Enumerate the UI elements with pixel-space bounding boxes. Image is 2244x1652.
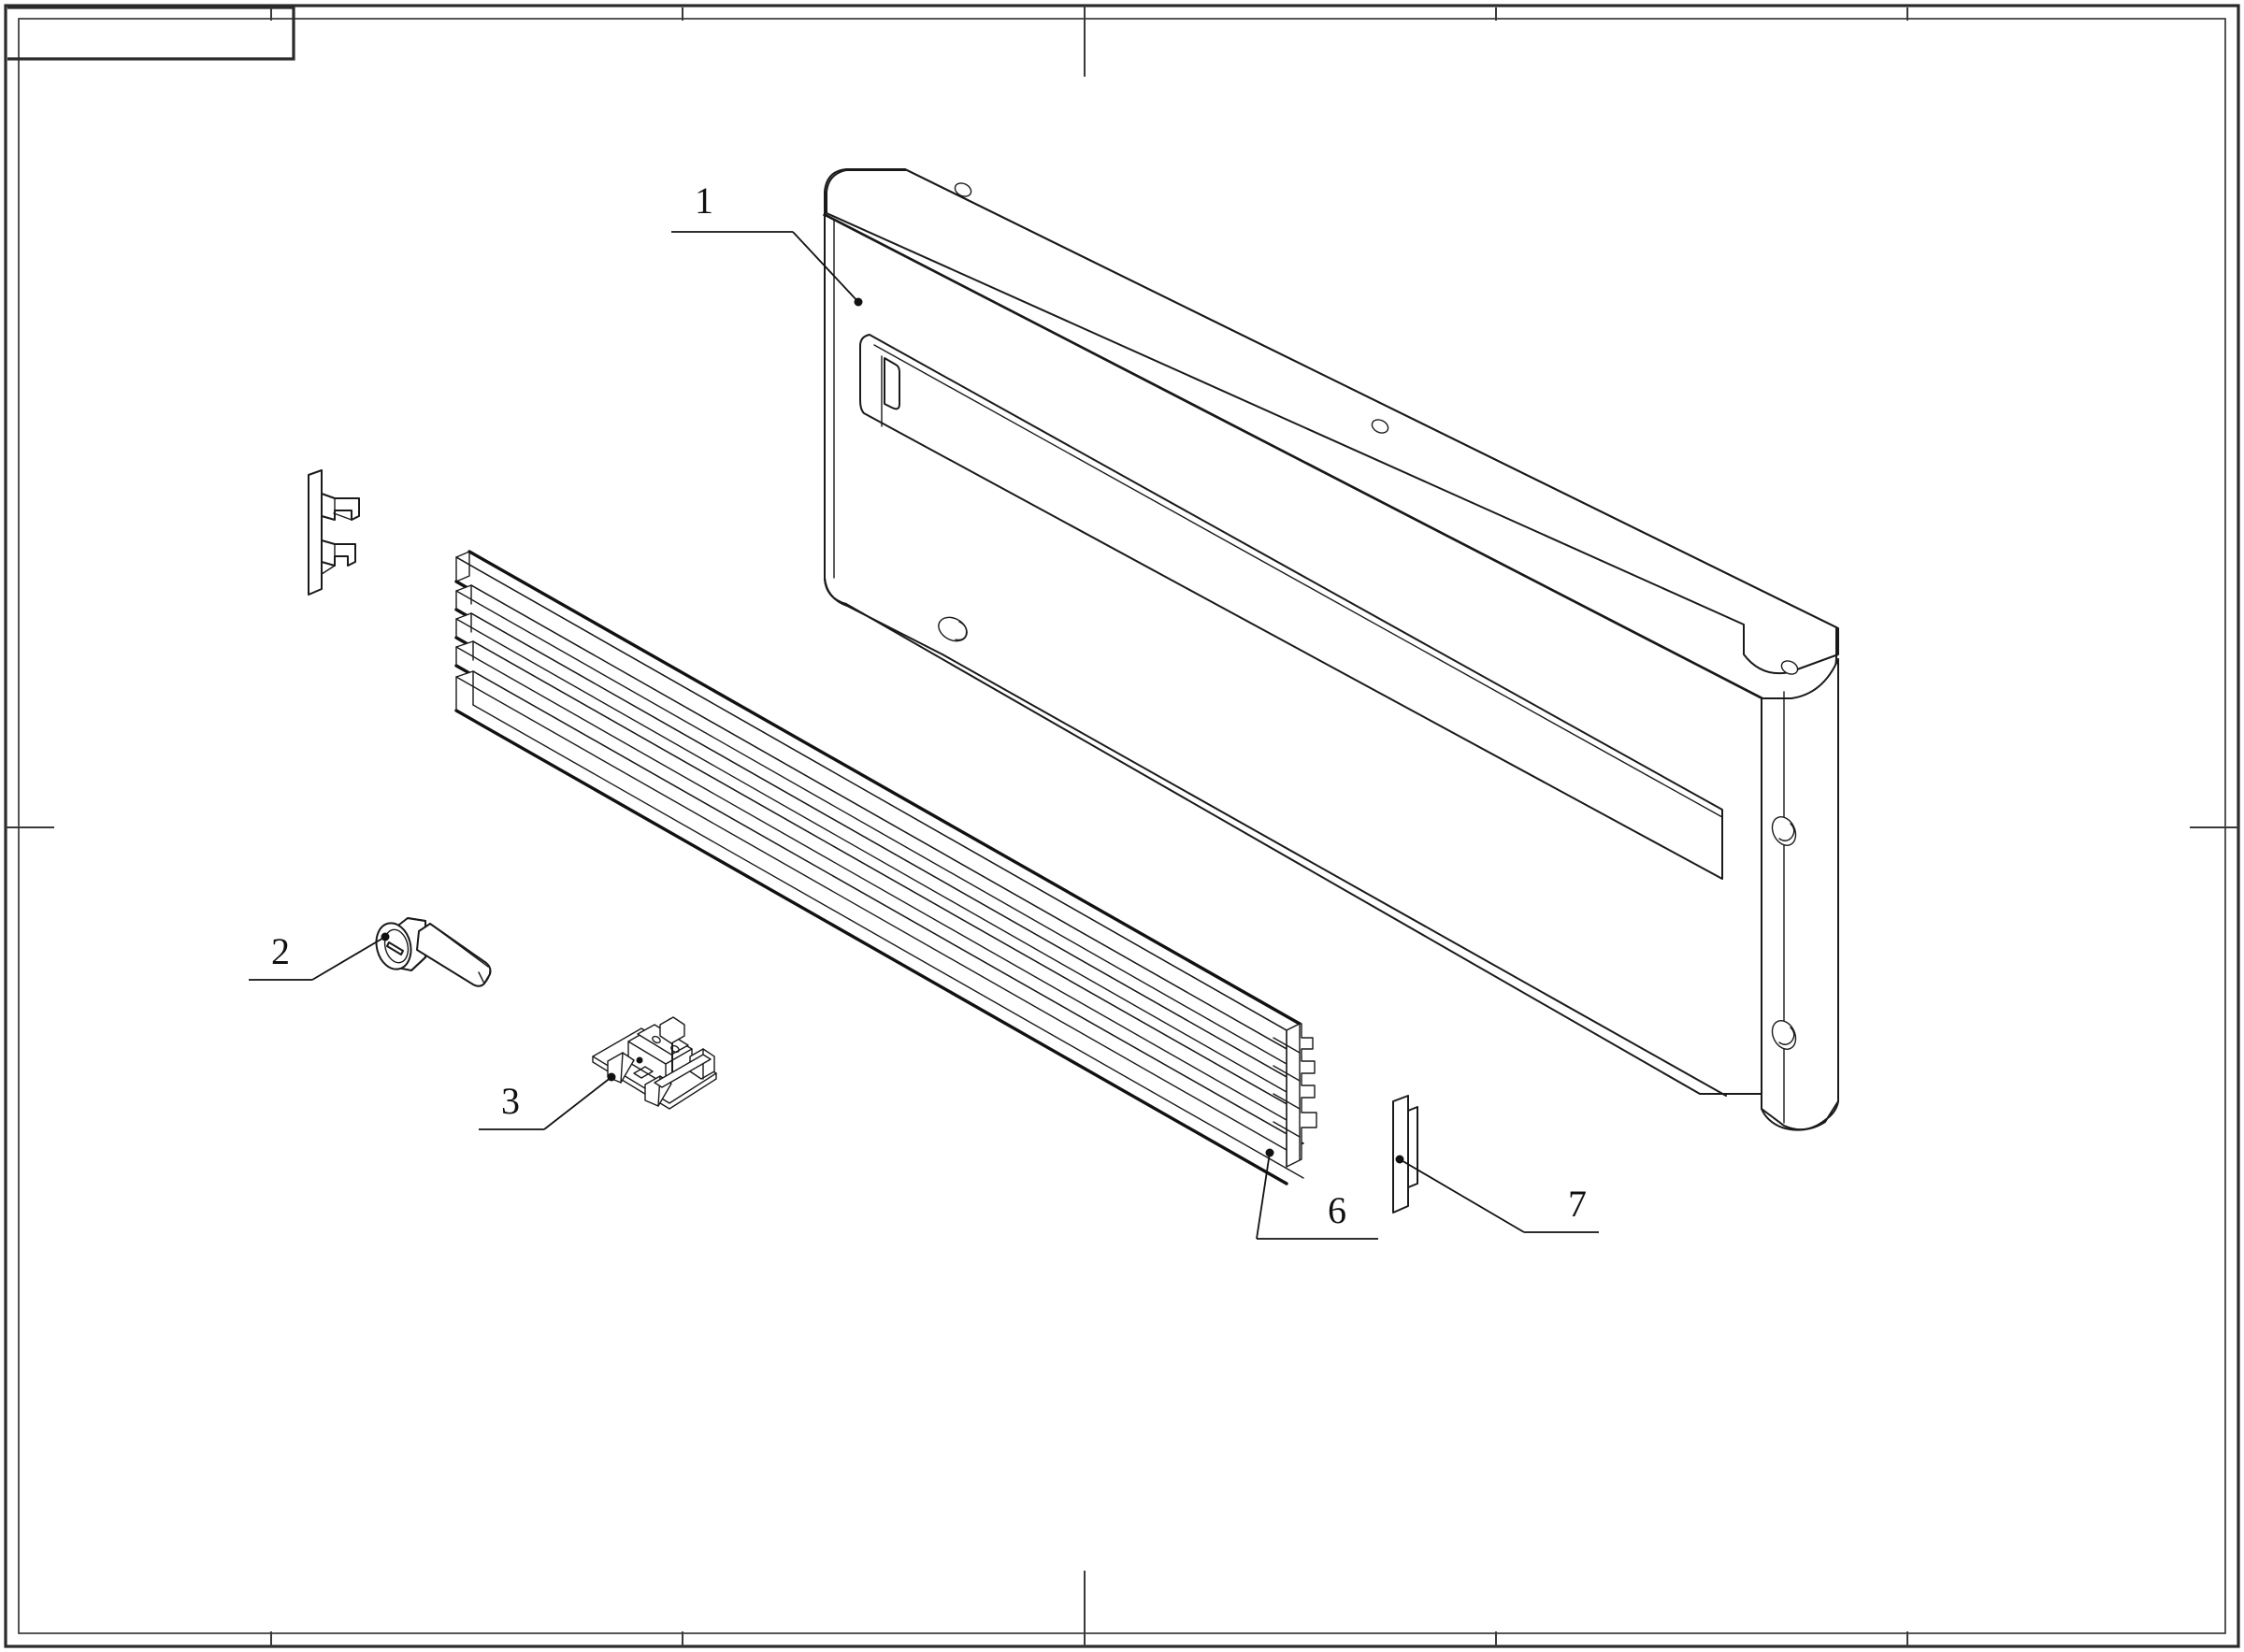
callout-7-dot: [1395, 1155, 1404, 1164]
callout-3[interactable]: 3: [479, 1072, 616, 1130]
part-finned-extrusion: [454, 550, 1317, 1185]
callout-2-label: 2: [271, 930, 290, 972]
housing-slot-tongue: [884, 357, 900, 410]
extrusion-fin-3-top-edge: [470, 612, 1302, 1086]
housing-end-cap-hole-lower-outer: [1771, 1020, 1797, 1050]
extrusion-fin-1-top-edge: [468, 550, 1302, 1026]
end-cap-plate-lip: [1407, 1106, 1418, 1188]
housing-end-cap-hole-upper-inner: [1778, 823, 1795, 841]
bracket-flat-plate: [308, 469, 323, 596]
extrusion-base-top-edge: [472, 670, 1304, 1144]
cam-lock-arm-tip-radius: [483, 970, 491, 984]
title-block: [7, 6, 295, 61]
cam-lock-arm-top-edge: [429, 923, 489, 968]
part-main-housing-enclosure: [823, 168, 1839, 1131]
frame-zone-ticks: [6, 6, 2238, 1646]
housing-top-left-rounded-corner: [824, 168, 906, 216]
callout-3-label: 3: [501, 1080, 520, 1122]
housing-front-slot: [859, 334, 1723, 880]
callout-6-dot: [1265, 1148, 1274, 1157]
cam-lock-barrel-bottom: [410, 956, 426, 971]
extrusion-end-fin-profile: [1286, 1023, 1317, 1168]
housing-front-bottom-edge: [942, 654, 1727, 1097]
extrusion-end-tooth-line-1: [1273, 1037, 1301, 1054]
part-end-cap-plate: [1392, 1095, 1418, 1214]
end-cap-plate-lip-bottom: [1407, 1183, 1418, 1188]
callout-7-leader: [1399, 1158, 1525, 1233]
extrusion-fin-4-top-edge: [472, 640, 1304, 1114]
extrusion-end-tooth-line-4: [1273, 1121, 1301, 1138]
latch-base-plate-thickness: [592, 1056, 717, 1110]
housing-lock-hole: [938, 616, 968, 642]
latch-tab-right-upper: [659, 1016, 685, 1044]
extrusion-fin-1-end: [455, 551, 470, 582]
bracket-upper-tab: [321, 493, 360, 521]
callout-2[interactable]: 2: [249, 930, 390, 981]
end-cap-plate-lip-top: [1407, 1106, 1418, 1112]
latch-plate-groove: [654, 1054, 712, 1088]
housing-front-slot-depth-edge: [873, 344, 1723, 818]
cam-lock-keyway-slot: [386, 941, 404, 955]
extrusion-right-end-profile: [1273, 1023, 1317, 1168]
extrusion-base-bottom-edge: [454, 709, 1288, 1185]
extrusion-fin-1-bottom-edge: [455, 556, 1287, 1031]
housing-end-cap-hole-upper-outer: [1771, 816, 1797, 846]
part-left-end-bracket: [308, 469, 360, 596]
housing-lock-hole-inner-arc: [955, 621, 968, 641]
callout-7[interactable]: 7: [1395, 1155, 1600, 1233]
bracket-lower-tab: [321, 539, 356, 567]
latch-tab-left-fold: [620, 1052, 624, 1084]
callout-7-label: 7: [1568, 1183, 1587, 1225]
latch-plate-slot-detail: [633, 1066, 654, 1079]
callout-6-label: 6: [1328, 1189, 1346, 1231]
callout-1-dot: [854, 297, 863, 307]
housing-top-hole-right: [1780, 660, 1799, 675]
housing-top-hole-middle: [1371, 419, 1389, 434]
housing-end-cap-hole-lower: [1771, 1020, 1797, 1050]
bracket-lower-tab-base: [321, 565, 336, 575]
callout-2-leader: [311, 936, 386, 981]
frame-outer-border: [4, 4, 2240, 1648]
callout-3-leader: [543, 1076, 612, 1130]
callout-6-leader: [1256, 1152, 1271, 1240]
callout-6[interactable]: 6: [1256, 1148, 1378, 1240]
cam-lock-barrel-top: [407, 917, 426, 922]
housing-end-cap-hole-upper: [1771, 816, 1797, 846]
extrusion-base-inner-edge: [472, 704, 1304, 1179]
callout-3-dot: [607, 1072, 616, 1082]
housing-top-back-edge: [904, 168, 1837, 628]
housing-front-bottom-left-corner: [824, 577, 943, 655]
callout-1[interactable]: 1: [671, 180, 863, 307]
extrusion-end-tooth-line-2: [1273, 1065, 1301, 1082]
housing-right-end-face: [1761, 658, 1839, 1131]
extrusion-fin-2-top-edge: [470, 584, 1302, 1058]
cam-lock-arm-tip-face: [478, 971, 485, 984]
latch-bracket-hole-left: [652, 1035, 661, 1044]
housing-top-hole-left: [954, 182, 972, 197]
frame-inner-border: [18, 18, 2226, 1634]
cam-lock-face-inner-ring: [383, 928, 410, 964]
housing-right-end-bottom-corner: [1761, 1100, 1839, 1131]
part-latch-plate-assembly: [592, 1016, 717, 1110]
extrusion-end-tooth-line-3: [1273, 1093, 1301, 1110]
latch-top-bracket: [637, 1024, 689, 1056]
housing-end-cap-hole-lower-inner: [1778, 1027, 1795, 1045]
callout-1-leader: [792, 231, 859, 303]
callout-2-dot: [381, 932, 390, 941]
callout-1-label: 1: [695, 180, 713, 222]
bracket-upper-tab-base: [333, 512, 352, 521]
drawing-frame: [4, 4, 2240, 1648]
latch-plate-rivet: [636, 1056, 643, 1064]
end-cap-plate-body: [1392, 1095, 1409, 1214]
